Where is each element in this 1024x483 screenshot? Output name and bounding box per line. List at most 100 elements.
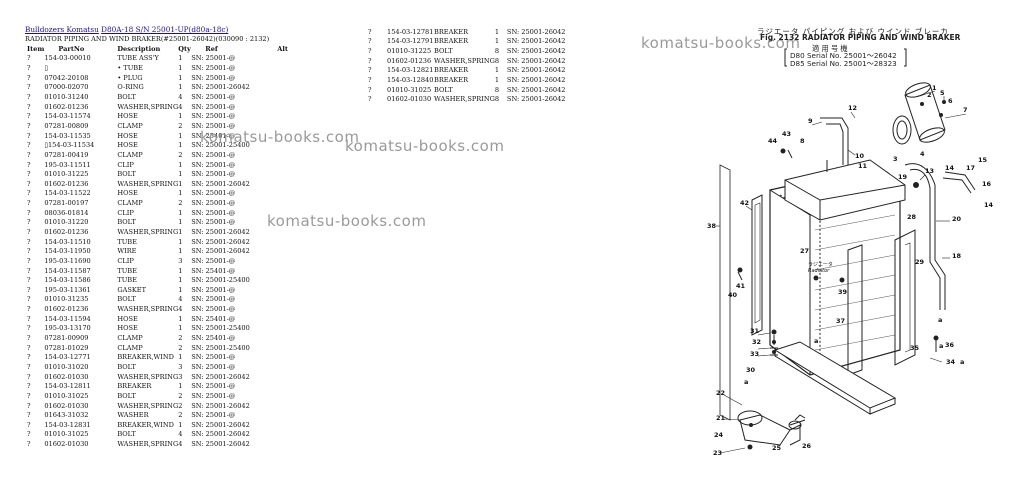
svg-text:22: 22	[716, 389, 725, 397]
svg-text:32: 32	[752, 338, 761, 346]
cell-description: BREAKER	[117, 382, 152, 391]
cell-part-no: 01602-01030	[44, 401, 89, 410]
cell-item: ?	[27, 411, 31, 420]
cell-qty: 2	[178, 121, 183, 130]
svg-text:34: 34	[946, 358, 956, 366]
cell-description: O-RING	[117, 83, 144, 92]
cell-item: ?	[27, 112, 31, 121]
cell-ref: SN: 25001-@	[191, 64, 236, 73]
cell-qty: 1	[178, 64, 183, 73]
cell-ref: SN: 25001-@	[191, 102, 236, 111]
watermark-text: komatsu-books.com	[200, 128, 360, 146]
cell-qty: 1	[178, 112, 183, 121]
cell-part-no: 01010-31235	[44, 295, 89, 304]
cell-description: BREAKER	[434, 37, 469, 46]
cell-ref: SN: 25001-@	[191, 189, 236, 198]
cell-ref: SN: 25001-26042	[191, 83, 250, 92]
cell-item: ?	[27, 430, 31, 439]
cell-qty: 8	[494, 95, 500, 104]
cell-qty: 1	[178, 314, 183, 323]
cell-item: ?	[368, 56, 372, 65]
cell-item: ?	[27, 150, 31, 159]
cell-description: BOLT	[117, 93, 136, 102]
cell-description: BOLT	[117, 391, 136, 400]
cell-description: WASHER,SPRING	[434, 56, 495, 65]
svg-text:40: 40	[728, 291, 738, 299]
svg-text:30: 30	[746, 366, 756, 374]
cell-ref: SN: 25001-@	[191, 218, 236, 227]
svg-text:23: 23	[713, 449, 722, 457]
cell-ref: SN: 25001-@	[191, 199, 236, 208]
cell-description: WASHER,SPRING	[117, 227, 179, 236]
cell-description: WIRE	[117, 247, 137, 256]
svg-text:29: 29	[915, 258, 925, 266]
svg-text:37: 37	[836, 317, 845, 325]
cell-ref: SN: 25001-26042	[506, 27, 566, 36]
cell-part-no: 07281-01029	[44, 343, 89, 352]
cell-item: ?	[368, 27, 372, 36]
cell-description: TUBE	[117, 237, 137, 246]
cell-part-no: 01010-31025	[44, 391, 89, 400]
cell-qty: 4	[178, 102, 183, 111]
svg-text:6: 6	[948, 97, 953, 105]
svg-text:3: 3	[893, 155, 898, 163]
svg-text:44: 44	[768, 137, 778, 145]
svg-text:25: 25	[772, 444, 782, 452]
cell-qty: 8	[494, 56, 500, 65]
cell-qty: 1	[178, 218, 183, 227]
cell-part-no: 154-03-12840	[387, 76, 434, 85]
svg-text:20: 20	[952, 215, 962, 223]
cell-ref: SN: 25001-@	[191, 160, 236, 169]
cell-description: CLIP	[117, 160, 134, 169]
cell-qty: 1	[178, 247, 183, 256]
cell-description: CLAMP	[117, 334, 143, 343]
cell-qty: 1	[178, 54, 183, 63]
svg-text:a: a	[960, 358, 964, 366]
cell-item: ?	[27, 141, 31, 150]
cell-item: ?	[27, 189, 31, 198]
cell-ref: SN: 25001-@	[191, 295, 236, 304]
svg-text:14: 14	[945, 164, 955, 172]
cell-description: TUBE ASS'Y	[117, 54, 159, 63]
table-header-row: Item PartNo Description Qty Ref Alt	[27, 44, 297, 54]
cell-item: ?	[27, 208, 31, 217]
svg-text:38: 38	[707, 222, 717, 230]
breadcrumb-link-bulldozers[interactable]: Bulldozers Komatsu	[25, 25, 99, 34]
svg-text:41: 41	[736, 282, 746, 290]
cell-ref: SN: 25001-@	[191, 305, 236, 314]
cell-ref: SN: 25001-26042	[506, 37, 566, 46]
cell-description: • TUBE	[117, 64, 143, 73]
cell-qty: 2	[178, 334, 183, 343]
cell-item: ?	[27, 83, 31, 92]
cell-description: HOSE	[117, 324, 138, 333]
cell-ref: SN: 25401-@	[191, 131, 236, 140]
svg-text:17: 17	[966, 164, 975, 172]
diagram-callouts: 1 2 3 4 5 6 7 8 9 10 11 12 13 14 14 17 1…	[707, 84, 994, 457]
cell-part-no: ▯	[44, 64, 48, 73]
cell-ref: SN: 25001-@	[191, 353, 236, 362]
cell-part-no: 07281-00419	[44, 150, 89, 159]
cell-description: BOLT	[117, 218, 136, 227]
cell-ref: SN: 25001-@	[191, 150, 236, 159]
cell-qty: 1	[178, 160, 183, 169]
breadcrumb-link-model[interactable]: D80A-18 S/N 25001-UP(d80a-18c)	[101, 25, 229, 34]
cell-item: ?	[27, 54, 31, 63]
cell-item: ?	[27, 440, 31, 449]
cell-part-no: 01010-31225	[387, 47, 432, 56]
cell-item: ?	[27, 353, 31, 362]
parts-table-left: Item PartNo Description Qty Ref Alt ?154…	[27, 44, 297, 449]
cell-description: WASHER,SPRING	[117, 102, 179, 111]
cell-part-no: 07281-00909	[44, 334, 89, 343]
